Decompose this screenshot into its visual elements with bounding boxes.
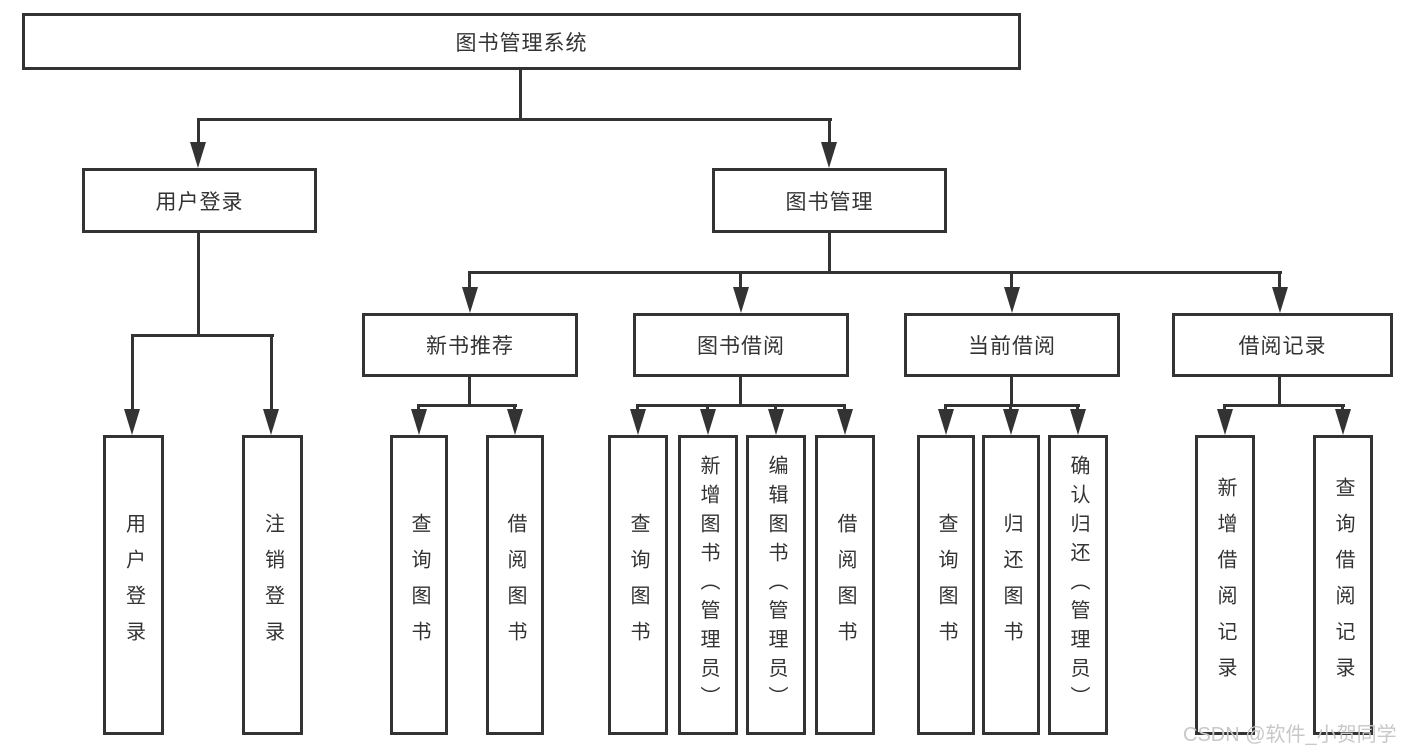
arrowhead-down-icon [263, 409, 279, 435]
node-new-book-recommend-label: 新书推荐 [426, 335, 514, 358]
leaf-current-confirm-return-admin: 确认归还（管理员） [1048, 435, 1108, 735]
connector-vline [1010, 377, 1013, 406]
arrowhead-down-icon [700, 409, 716, 435]
leaf-borrow-add-book-admin: 新增图书（管理员） [678, 435, 738, 735]
connector-vline [706, 404, 709, 412]
connector-vline [843, 404, 846, 412]
node-root-label: 图书管理系统 [455, 31, 588, 55]
node-book-management-label: 图书管理 [785, 190, 874, 214]
connector-hline [944, 404, 1080, 407]
leaf-logout-label: 注销登录 [261, 513, 284, 657]
connector-vline [739, 377, 742, 406]
connector-vline [1076, 404, 1079, 412]
leaf-user-login-label: 用户登录 [122, 513, 145, 657]
leaf-recommend-query-books: 查询图书 [390, 435, 448, 735]
leaf-recommend-borrow-books: 借阅图书 [486, 435, 544, 735]
arrowhead-down-icon [1272, 287, 1288, 313]
connector-hline [131, 334, 274, 337]
node-borrow-records: 借阅记录 [1172, 313, 1393, 377]
connector-vline [513, 404, 516, 412]
arrowhead-down-icon [938, 409, 954, 435]
arrowhead-down-icon [1335, 409, 1351, 435]
node-book-borrow-label: 图书借阅 [697, 335, 785, 358]
leaf-current-return-books: 归还图书 [982, 435, 1040, 735]
arrowhead-down-icon [507, 409, 523, 435]
connector-vline [1009, 404, 1012, 412]
leaf-borrow-query-books-label: 查询图书 [627, 513, 649, 657]
node-borrow-records-label: 借阅记录 [1238, 335, 1327, 358]
arrowhead-down-icon [630, 409, 646, 435]
arrowhead-down-icon [190, 142, 206, 168]
leaf-borrow-add-book-admin-label: 新增图书（管理员） [697, 455, 719, 715]
connector-vline [468, 377, 471, 406]
leaf-current-query-books: 查询图书 [917, 435, 975, 735]
connector-vline [1341, 404, 1344, 412]
leaf-borrow-query-books: 查询图书 [608, 435, 668, 735]
leaf-borrow-borrow-books: 借阅图书 [815, 435, 875, 735]
connector-hline [468, 271, 1282, 274]
node-root: 图书管理系统 [22, 13, 1021, 70]
leaf-records-add-record: 新增借阅记录 [1195, 435, 1255, 735]
connector-vline [417, 404, 420, 412]
arrowhead-down-icon [733, 287, 749, 313]
connector-hline [636, 404, 846, 407]
node-book-borrow: 图书借阅 [633, 313, 849, 377]
node-new-book-recommend: 新书推荐 [362, 313, 578, 377]
leaf-borrow-edit-book-admin-label: 编辑图书（管理员） [765, 455, 787, 715]
connector-vline [519, 70, 522, 118]
connector-vline [944, 404, 947, 412]
connector-vline [197, 233, 200, 336]
arrowhead-down-icon [124, 409, 140, 435]
connector-vline [468, 271, 471, 289]
leaf-records-query-record: 查询借阅记录 [1313, 435, 1373, 735]
leaf-user-login: 用户登录 [103, 435, 164, 735]
arrowhead-down-icon [411, 409, 427, 435]
leaf-records-query-record-label: 查询借阅记录 [1332, 477, 1354, 693]
node-current-borrow: 当前借阅 [904, 313, 1120, 377]
node-current-borrow-label: 当前借阅 [968, 335, 1056, 358]
connector-vline [270, 334, 273, 410]
leaf-records-add-record-label: 新增借阅记录 [1214, 477, 1236, 693]
connector-vline [1278, 271, 1281, 289]
connector-hline [417, 404, 517, 407]
leaf-borrow-edit-book-admin: 编辑图书（管理员） [746, 435, 806, 735]
connector-vline [774, 404, 777, 412]
leaf-recommend-query-books-label: 查询图书 [408, 513, 430, 657]
arrowhead-down-icon [837, 409, 853, 435]
node-user-login: 用户登录 [82, 168, 317, 233]
arrowhead-down-icon [821, 142, 837, 168]
arrowhead-down-icon [768, 409, 784, 435]
arrowhead-down-icon [1070, 409, 1086, 435]
connector-vline [1278, 377, 1281, 406]
arrowhead-down-icon [1217, 409, 1233, 435]
connector-vline [739, 271, 742, 289]
arrowhead-down-icon [462, 287, 478, 313]
csdn-watermark: CSDN @软件_小贺同学 [1183, 724, 1397, 746]
node-book-management: 图书管理 [712, 168, 947, 233]
connector-vline [636, 404, 639, 412]
leaf-current-confirm-return-admin-label: 确认归还（管理员） [1067, 455, 1089, 715]
leaf-recommend-borrow-books-label: 借阅图书 [504, 513, 526, 657]
connector-vline [828, 118, 831, 145]
connector-vline [1223, 404, 1226, 412]
leaf-borrow-borrow-books-label: 借阅图书 [834, 513, 856, 657]
arrowhead-down-icon [1003, 409, 1019, 435]
leaf-current-return-books-label: 归还图书 [1000, 513, 1022, 657]
connector-vline [131, 334, 134, 410]
connector-vline [1010, 271, 1013, 289]
leaf-current-query-books-label: 查询图书 [935, 513, 957, 657]
connector-vline [197, 118, 200, 145]
arrowhead-down-icon [1004, 287, 1020, 313]
node-user-login-label: 用户登录 [155, 190, 244, 214]
connector-hline [197, 118, 832, 121]
connector-hline [1223, 404, 1345, 407]
leaf-logout: 注销登录 [242, 435, 303, 735]
connector-vline [828, 233, 831, 274]
